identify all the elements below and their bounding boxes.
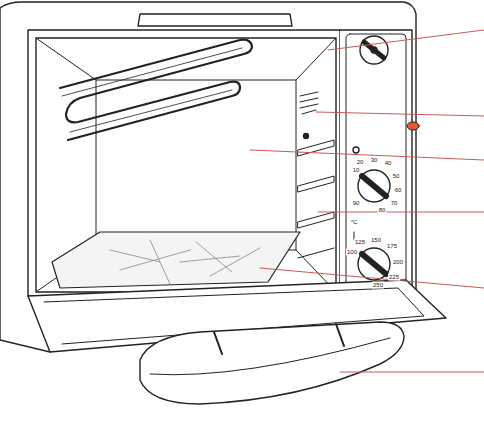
dial-marking: 125 (354, 239, 366, 246)
dial-marking: 80 (378, 207, 387, 214)
dial-marking: 100 (346, 249, 358, 256)
dial-marking: 30 (370, 157, 379, 164)
dial-marking: 20 (356, 159, 365, 166)
dial-marking: 10 (352, 167, 361, 174)
dial-marking: 70 (390, 200, 399, 207)
dial-marking: 60 (394, 187, 403, 194)
dial-marking: 40 (384, 160, 393, 167)
dial-marking: 225 (388, 274, 400, 281)
dial-marking: 250 (372, 282, 384, 289)
dial-marking: °C (350, 219, 359, 226)
dial-marking: 200 (392, 259, 404, 266)
dial-marking: 90 (352, 200, 361, 207)
dial-marking: 175 (386, 243, 398, 250)
dial-marking: 150 (370, 237, 382, 244)
dial-marking: 50 (392, 173, 401, 180)
